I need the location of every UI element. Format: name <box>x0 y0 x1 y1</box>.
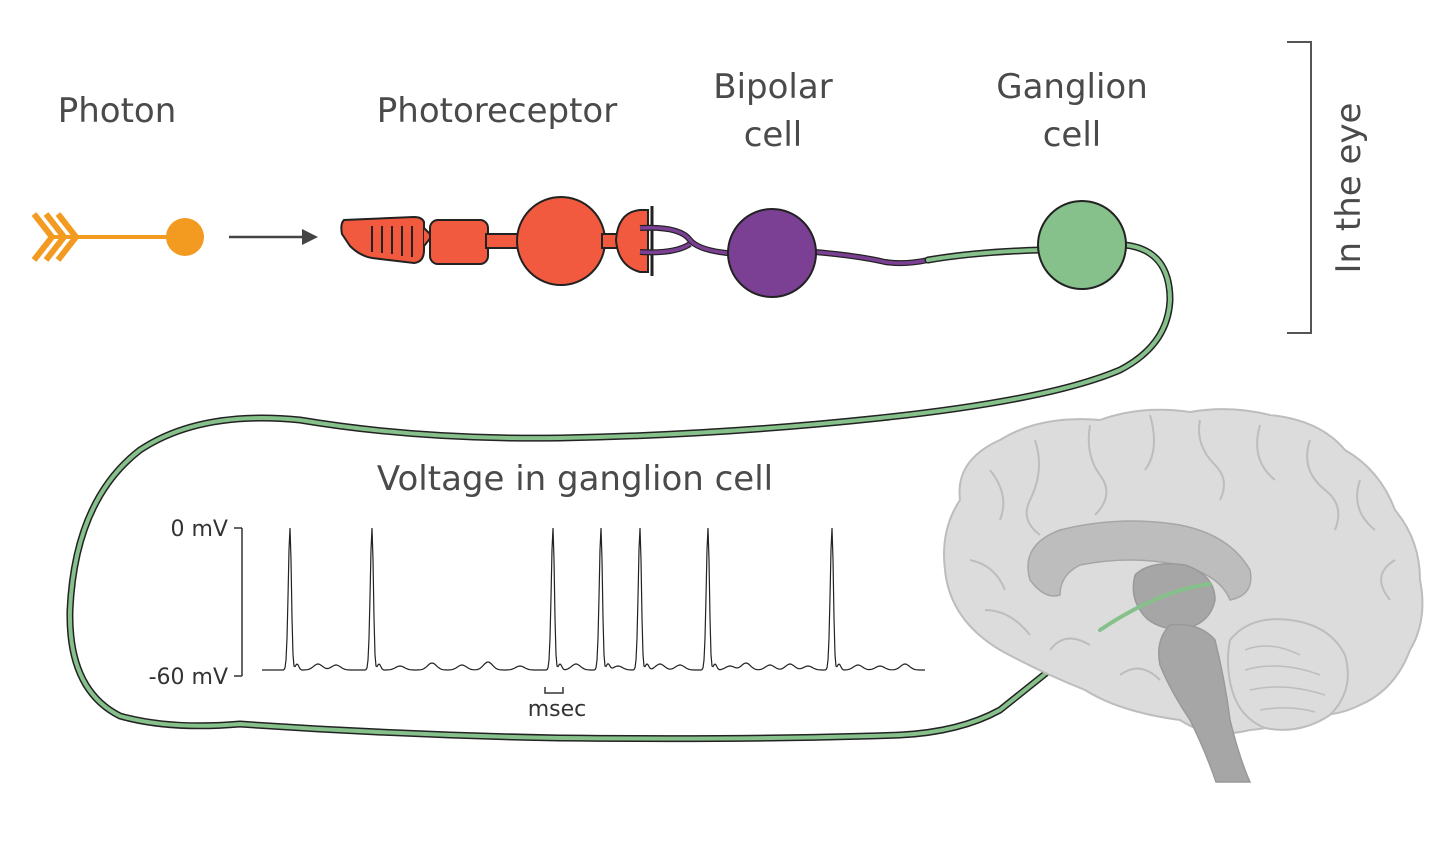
in-the-eye-label: In the eye <box>1329 103 1369 274</box>
right-arrow-icon <box>229 229 318 245</box>
bipolar-cell <box>727 208 929 298</box>
ganglion-axon <box>66 241 1214 743</box>
eye-bracket <box>1287 41 1312 334</box>
y-tick-label-bottom: -60 mV <box>149 665 228 690</box>
ganglion-cell <box>1037 200 1127 290</box>
photoreceptor-label: Photoreceptor <box>377 91 617 131</box>
time-scale-label: msec <box>528 697 587 722</box>
voltage-chart: Voltage in ganglion cell 0 mV -60 mV mse… <box>149 459 925 722</box>
voltage-trace <box>262 527 925 671</box>
photon-label: Photon <box>58 91 177 131</box>
bipolar-label-line2: cell <box>744 115 803 155</box>
photoreceptor-cell <box>340 196 654 286</box>
bipolar-label-line1: Bipolar <box>713 67 832 107</box>
ganglion-label-line1: Ganglion <box>996 67 1148 107</box>
time-scale-bar <box>544 687 564 694</box>
ganglion-label-line2: cell <box>1043 115 1102 155</box>
brain-sagittal-icon <box>943 408 1424 783</box>
chart-title: Voltage in ganglion cell <box>377 459 773 499</box>
axon-terminal <box>1098 582 1212 632</box>
bipolar-dendrites <box>639 224 741 257</box>
y-tick-label-top: 0 mV <box>171 517 228 542</box>
photon-arrow-icon <box>31 212 204 262</box>
